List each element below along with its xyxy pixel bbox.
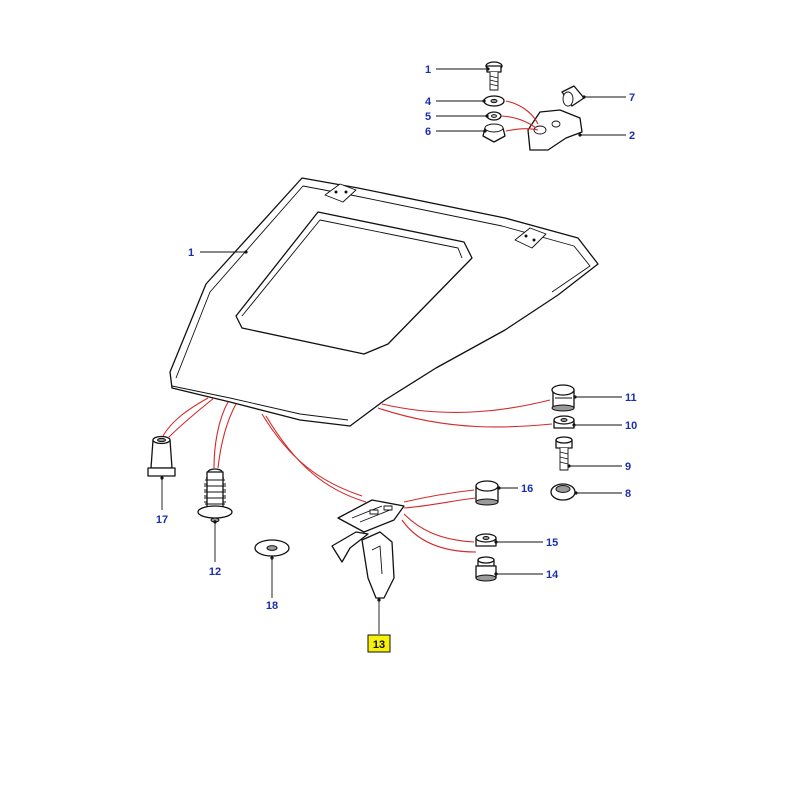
part-17-bump-stop[interactable] <box>147 435 176 477</box>
callout-12[interactable]: 12 <box>209 566 221 578</box>
part-4-washer[interactable] <box>483 95 505 107</box>
part-11-buffer[interactable] <box>551 384 575 412</box>
part-8-buffer[interactable] <box>550 483 576 501</box>
callout-15[interactable]: 15 <box>546 537 558 549</box>
assembly-lines-right <box>377 399 553 428</box>
part-18-washer[interactable] <box>254 539 290 557</box>
callout-labels: 1 4 5 6 7 2 1 11 10 9 8 16 15 14 17 12 1… <box>156 64 637 612</box>
callout-18[interactable]: 18 <box>266 600 278 612</box>
assembly-lines-hinge <box>501 100 539 132</box>
leader-lines <box>160 67 626 634</box>
callout-14[interactable]: 14 <box>546 569 559 581</box>
callout-5[interactable]: 5 <box>425 111 431 123</box>
assembly-lines-latch <box>401 489 477 553</box>
callout-17[interactable]: 17 <box>156 514 168 526</box>
part-2-hinge-bracket[interactable] <box>527 109 583 151</box>
part-9-bolt[interactable] <box>555 436 573 471</box>
part-15-nut[interactable] <box>475 533 497 547</box>
part-3-screw[interactable] <box>485 61 503 91</box>
part-12-spring-buffer[interactable] <box>197 468 233 523</box>
callout-6[interactable]: 6 <box>425 126 431 138</box>
callout-13-highlight[interactable]: 13 <box>367 634 391 653</box>
callout-3[interactable]: 1 <box>425 64 431 76</box>
part-13-latch-assembly[interactable] <box>331 499 405 599</box>
callout-9[interactable]: 9 <box>625 461 631 473</box>
part-6-nut[interactable] <box>482 123 506 143</box>
part-1-hood-panel[interactable] <box>169 177 599 427</box>
part-7-bush[interactable] <box>561 85 585 107</box>
part-10-nut[interactable] <box>553 415 575 429</box>
callout-1[interactable]: 1 <box>188 247 194 259</box>
part-16-buffer[interactable] <box>475 480 499 506</box>
callout-10[interactable]: 10 <box>625 420 637 432</box>
callout-7[interactable]: 7 <box>629 92 635 104</box>
callout-11[interactable]: 11 <box>625 392 637 404</box>
callout-8[interactable]: 8 <box>625 488 631 500</box>
callout-2[interactable]: 2 <box>629 130 635 142</box>
assembly-lines-left <box>162 397 367 503</box>
part-14-bolt[interactable] <box>475 556 497 582</box>
callout-16[interactable]: 16 <box>521 483 533 495</box>
callout-13[interactable]: 13 <box>373 639 385 651</box>
callout-4[interactable]: 4 <box>425 96 432 108</box>
part-5-spring-washer[interactable] <box>486 111 502 121</box>
